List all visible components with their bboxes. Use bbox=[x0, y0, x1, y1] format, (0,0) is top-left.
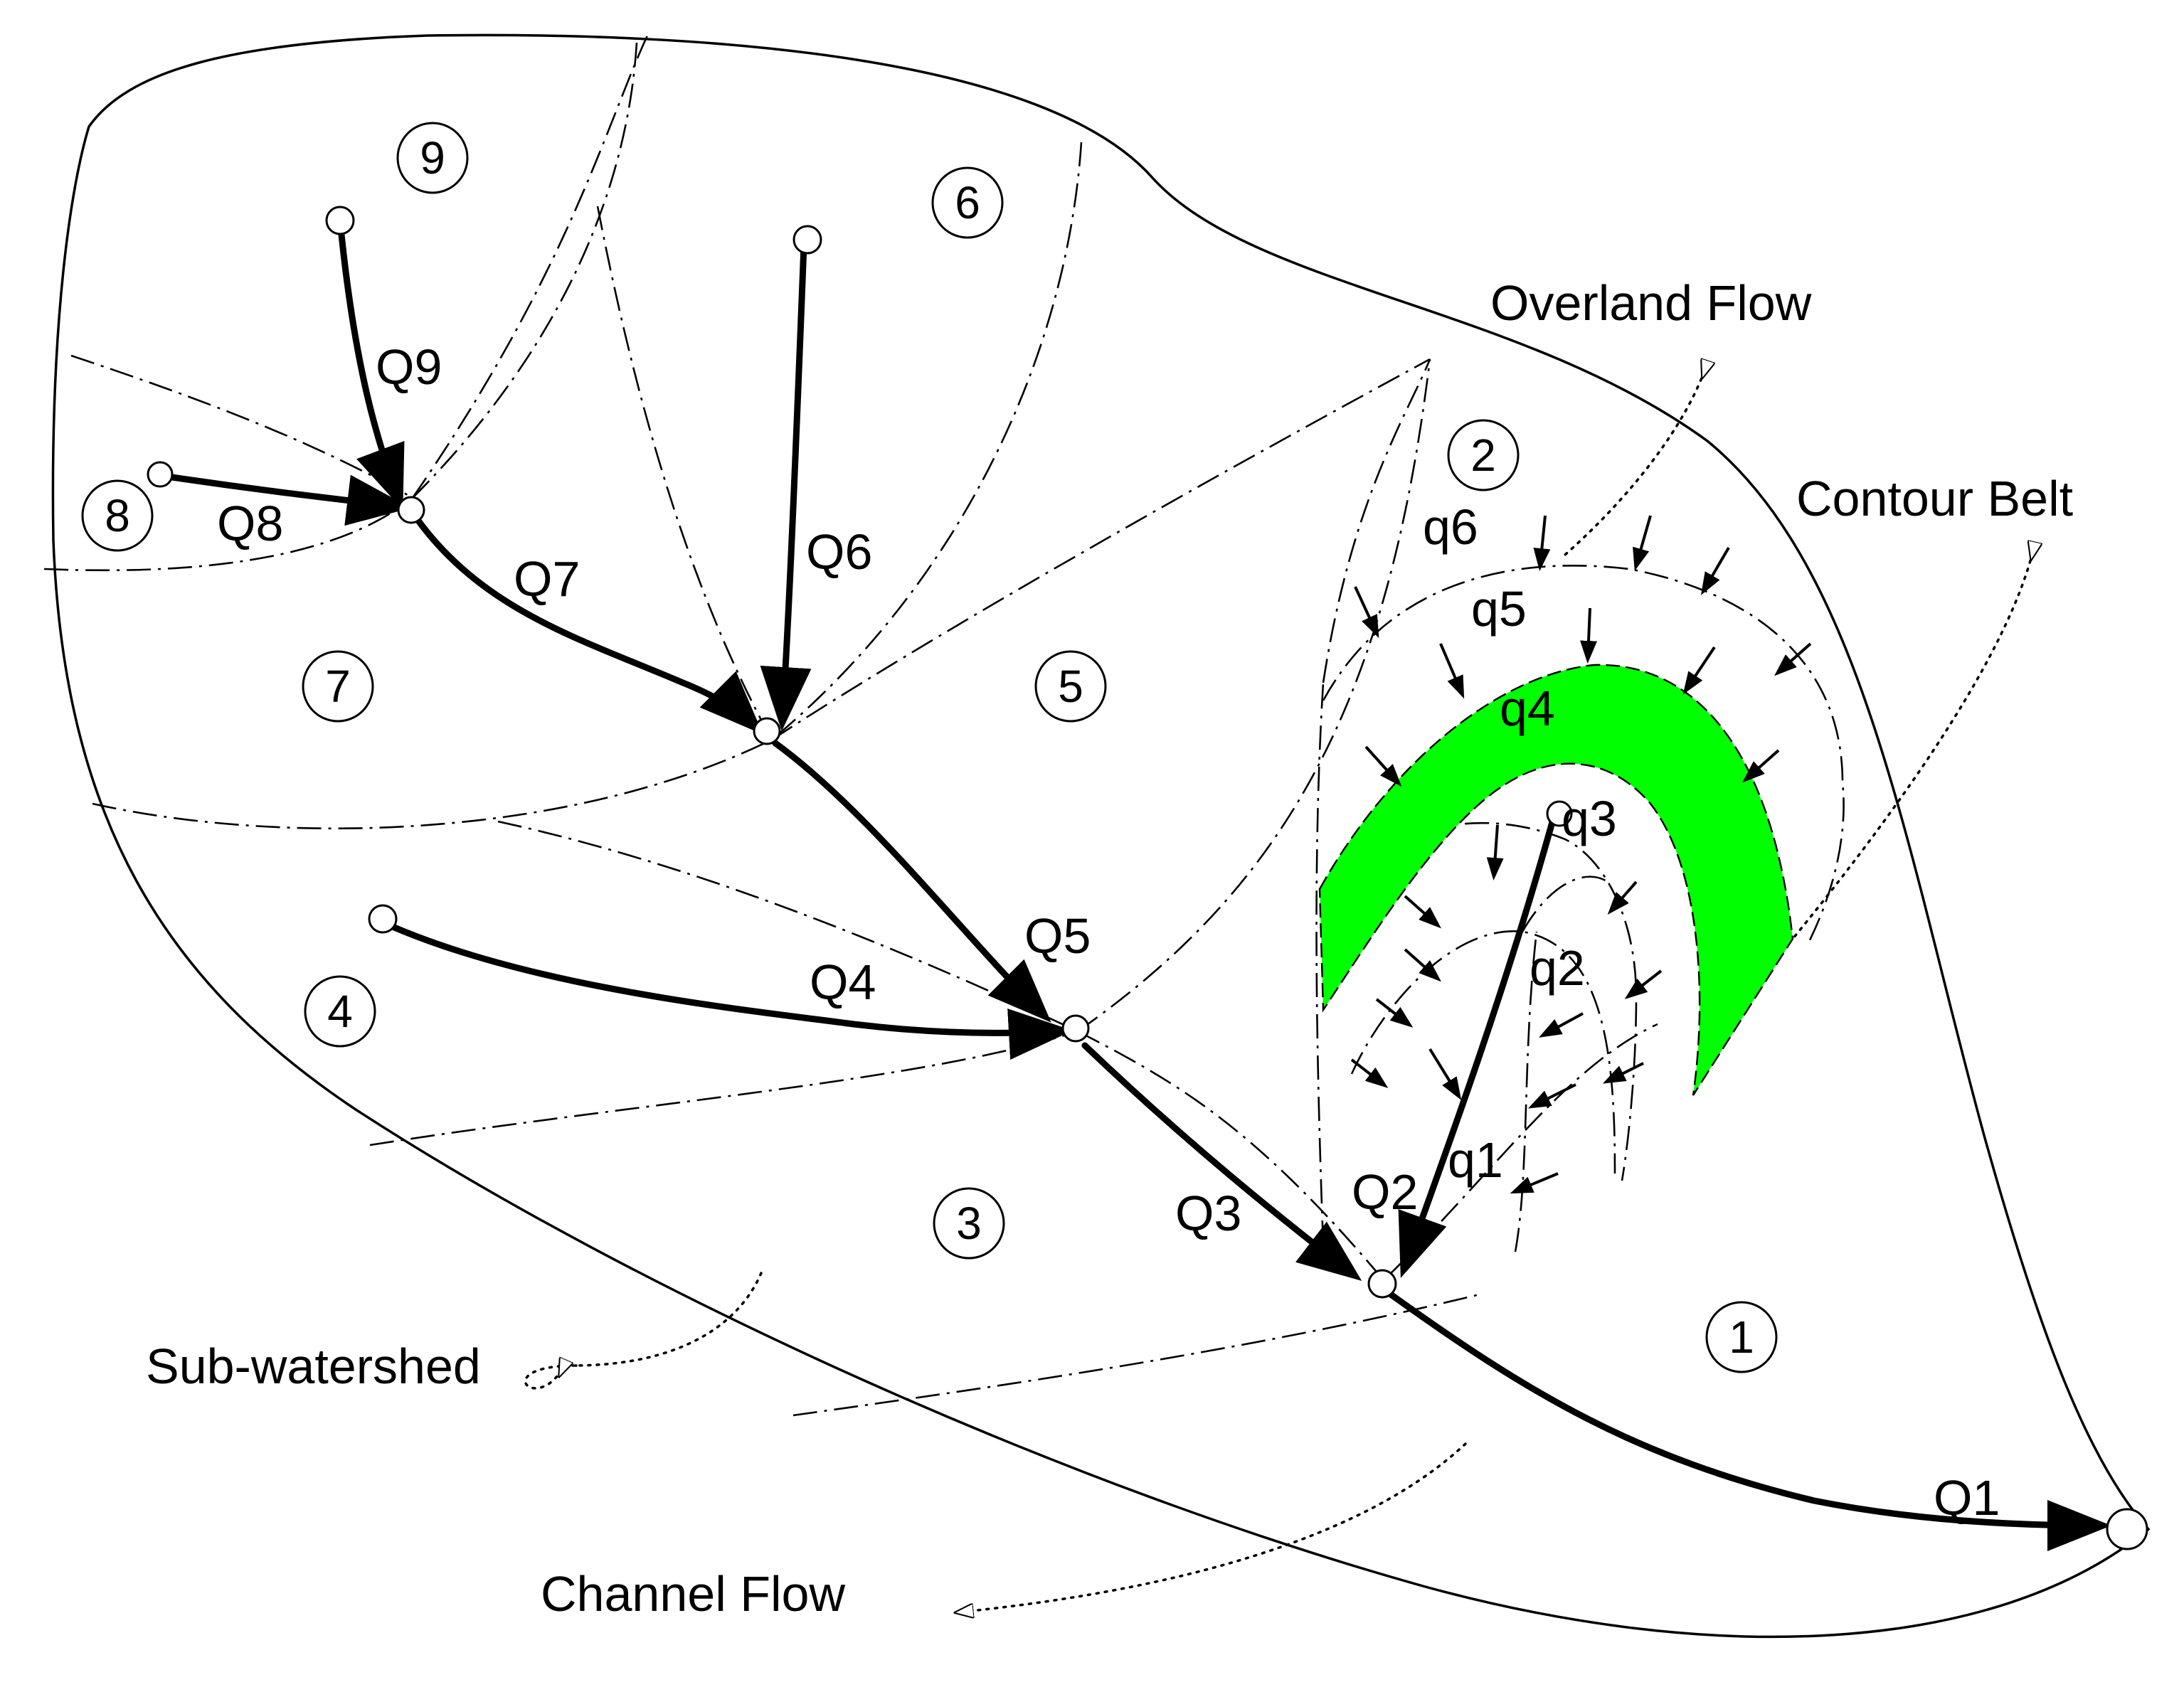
label-q6: Q6 bbox=[806, 524, 872, 580]
channel-network bbox=[164, 231, 2111, 1551]
node bbox=[325, 206, 355, 235]
channel-q9 bbox=[338, 231, 405, 510]
node bbox=[1061, 1014, 1090, 1043]
label-q1: Q1 bbox=[1934, 1470, 2000, 1526]
svg-text:3: 3 bbox=[956, 1198, 982, 1249]
svg-text:8: 8 bbox=[105, 490, 130, 541]
channel-q1 bbox=[1387, 1291, 2111, 1551]
channel-q7 bbox=[413, 514, 763, 735]
svg-text:4: 4 bbox=[327, 986, 353, 1037]
contour-belt-label: Contour Belt bbox=[1796, 471, 2073, 526]
label-q4-overland: q4 bbox=[1500, 681, 1555, 736]
channel-q5 bbox=[772, 740, 1051, 1023]
channel-q8 bbox=[164, 473, 411, 526]
overland-flow-arrows bbox=[1350, 515, 1812, 1194]
sub-watershed-label: Sub-watershed bbox=[146, 1339, 481, 1394]
contour-belt bbox=[1318, 664, 1794, 1096]
label-q7: Q7 bbox=[514, 551, 580, 607]
label-q8: Q8 bbox=[217, 496, 283, 551]
svg-text:7: 7 bbox=[325, 661, 351, 712]
node bbox=[397, 496, 425, 524]
label-q2: Q2 bbox=[1352, 1164, 1418, 1220]
channel-flow-labels: Q1 Q2 Q3 Q4 Q5 Q6 Q7 Q8 Q9 bbox=[217, 339, 2000, 1526]
node bbox=[1367, 1269, 1397, 1299]
node bbox=[368, 904, 398, 934]
node bbox=[2106, 1508, 2148, 1550]
channel-flow-label: Channel Flow bbox=[541, 1566, 845, 1622]
label-q2-overland: q2 bbox=[1530, 940, 1585, 996]
label-q5: Q5 bbox=[1024, 908, 1091, 964]
nodes bbox=[147, 206, 2148, 1550]
node bbox=[1546, 800, 1573, 827]
subwatershed-8: 8 bbox=[81, 479, 154, 552]
svg-text:6: 6 bbox=[955, 177, 980, 228]
node bbox=[753, 717, 781, 745]
subwatershed-9: 9 bbox=[396, 122, 469, 194]
channel-q2 bbox=[1398, 811, 1558, 1278]
label-q3: Q3 bbox=[1175, 1186, 1241, 1241]
channel-q3 bbox=[1081, 1042, 1362, 1281]
channel-q6 bbox=[760, 242, 812, 731]
svg-text:1: 1 bbox=[1729, 1311, 1754, 1363]
label-q3-overland: q3 bbox=[1562, 791, 1617, 846]
overland-flow-label: Overland Flow bbox=[1490, 275, 1812, 331]
subwatershed-3: 3 bbox=[933, 1187, 1005, 1260]
label-q5-overland: q5 bbox=[1471, 581, 1527, 637]
callout-labels: Overland Flow Contour Belt Sub-watershed… bbox=[146, 275, 2073, 1622]
svg-text:2: 2 bbox=[1470, 430, 1496, 481]
svg-text:9: 9 bbox=[420, 132, 445, 183]
label-q6-overland: q6 bbox=[1423, 499, 1478, 555]
label-q1-overland: q1 bbox=[1448, 1132, 1503, 1188]
label-q9: Q9 bbox=[376, 339, 442, 395]
subwatershed-2: 2 bbox=[1447, 419, 1520, 491]
subwatershed-numbers: 1 2 3 4 5 6 7 8 9 bbox=[81, 122, 1778, 1373]
subwatershed-6: 6 bbox=[931, 166, 1004, 239]
svg-text:5: 5 bbox=[1058, 661, 1083, 712]
watershed-boundary bbox=[51, 33, 2151, 1639]
channel-q4 bbox=[384, 921, 1073, 1060]
subwatershed-5: 5 bbox=[1034, 650, 1107, 723]
subwatershed-4: 4 bbox=[304, 975, 376, 1048]
node bbox=[147, 461, 174, 488]
node bbox=[793, 225, 822, 255]
overland-flow-labels: q1 q2 q3 q4 q5 q6 bbox=[1423, 499, 1617, 1188]
label-q4: Q4 bbox=[810, 954, 876, 1010]
subwatershed-7: 7 bbox=[302, 650, 374, 723]
callout-leaders bbox=[524, 363, 2035, 1611]
subwatershed-1: 1 bbox=[1705, 1301, 1778, 1373]
